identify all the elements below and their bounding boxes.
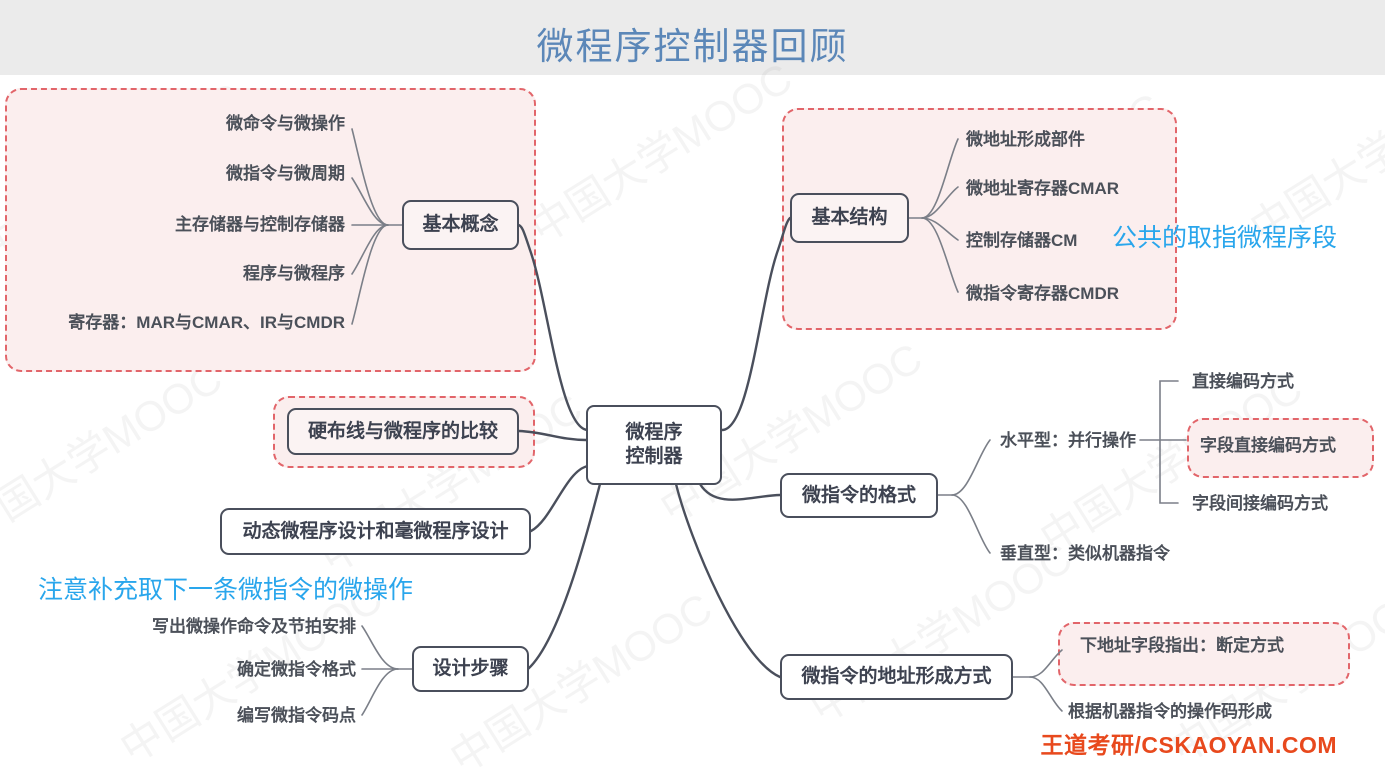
brand-footer: 王道考研/CSKAOYAN.COM <box>1040 732 1337 758</box>
leaf-basic-structure-3[interactable]: 微指令寄存器CMDR <box>966 284 1119 303</box>
center-label-line2: 控制器 <box>625 446 683 467</box>
leaf-basic-structure-0[interactable]: 微地址形成部件 <box>966 130 1085 149</box>
node-microinstruction-format[interactable]: 微指令的格式 <box>780 473 938 518</box>
node-dynamic-microprogram-design[interactable]: 动态微程序设计和毫微程序设计 <box>220 508 531 555</box>
leaf-basic-concept-3[interactable]: 程序与微程序 <box>243 264 345 283</box>
node-center-microprogram-controller[interactable]: 微程序 控制器 <box>586 405 722 485</box>
annotation-next-microinstruction-note: 注意补充取下一条微指令的微操作 <box>38 577 414 604</box>
leaf-field-direct-encoding[interactable]: 字段直接编码方式 <box>1200 436 1336 455</box>
leaf-field-indirect-encoding[interactable]: 字段间接编码方式 <box>1192 494 1328 513</box>
page-title: 微程序控制器回顾 <box>536 27 849 68</box>
highlight-region-field-direct-encoding <box>1187 418 1374 478</box>
slide-header: 微程序控制器回顾 <box>0 0 1385 75</box>
leaf-from-opcode[interactable]: 根据机器指令的操作码形成 <box>1068 702 1272 721</box>
node-hardwired-vs-microprogram[interactable]: 硬布线与微程序的比较 <box>287 408 519 455</box>
leaf-basic-structure-2[interactable]: 控制存储器CM <box>966 231 1078 250</box>
leaf-basic-concept-4[interactable]: 寄存器：MAR与CMAR、IR与CMDR <box>68 313 345 332</box>
annotation-common-fetch-microprogram: 公共的取指微程序段 <box>1112 225 1338 252</box>
leaf-design-step-1[interactable]: 确定微指令格式 <box>237 660 356 679</box>
leaf-direct-encoding[interactable]: 直接编码方式 <box>1192 372 1294 391</box>
leaf-basic-structure-1[interactable]: 微地址寄存器CMAR <box>966 179 1119 198</box>
node-basic-concept[interactable]: 基本概念 <box>402 200 519 250</box>
leaf-design-step-2[interactable]: 编写微指令码点 <box>237 706 356 725</box>
leaf-horizontal-type[interactable]: 水平型：并行操作 <box>1000 431 1136 450</box>
leaf-design-step-0[interactable]: 写出微操作命令及节拍安排 <box>152 617 356 636</box>
center-label-line1: 微程序 <box>625 422 683 444</box>
leaf-basic-concept-1[interactable]: 微指令与微周期 <box>226 164 345 183</box>
leaf-basic-concept-0[interactable]: 微命令与微操作 <box>226 114 345 133</box>
node-design-steps[interactable]: 设计步骤 <box>412 646 529 692</box>
leaf-vertical-type[interactable]: 垂直型：类似机器指令 <box>1000 544 1170 563</box>
node-basic-structure[interactable]: 基本结构 <box>790 193 909 243</box>
leaf-next-address-field[interactable]: 下地址字段指出：断定方式 <box>1080 636 1284 655</box>
highlight-region-next-address-field <box>1058 622 1350 686</box>
leaf-basic-concept-2[interactable]: 主存储器与控制存储器 <box>175 215 345 234</box>
highlight-region-basic-structure <box>782 108 1177 330</box>
node-address-formation[interactable]: 微指令的地址形成方式 <box>780 654 1013 700</box>
